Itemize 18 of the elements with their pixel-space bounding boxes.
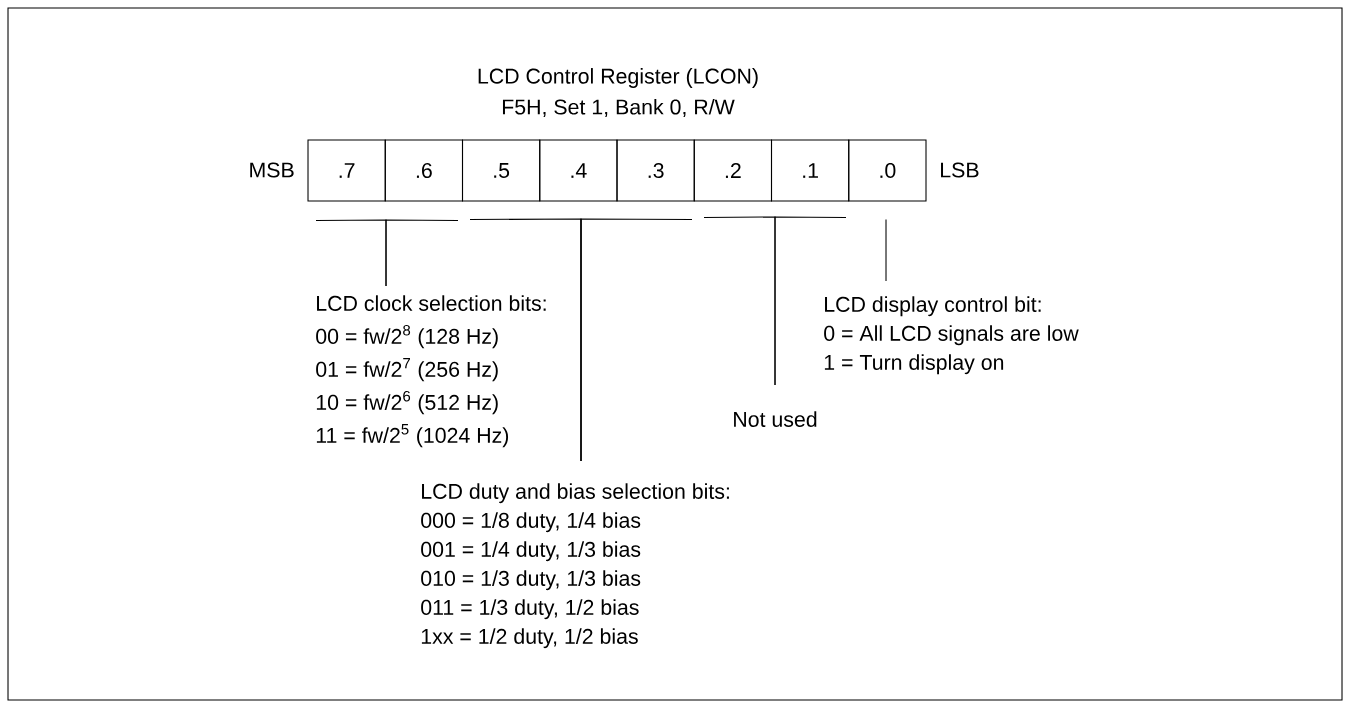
bit-cell: .5 xyxy=(461,139,541,202)
bit-cell: .6 xyxy=(384,139,464,202)
bit-cell: .3 xyxy=(616,139,695,202)
leader-line xyxy=(580,218,693,462)
bit-cell: .4 xyxy=(539,139,618,202)
title: LCD Control Register (LCON) xyxy=(478,68,758,88)
description-text: LCD clock selection bits: 00 = fw/2$^{8}$ (128 Hz) 01 = fw/2$^{7}$ (256 Hz) 10 = fw/2$^{6}$ (512 Hz) 11 = fw/2$^{5}$ (1024 Hz) xyxy=(316,295,546,448)
leader-line xyxy=(385,219,459,287)
bit-cell: .0 xyxy=(848,139,927,202)
description-text: LCD duty and bias selection bits: 000 = 1/8 duty, 1/4 bias 001 = 1/4 duty, 1/3 bias 010 = 1/3 duty, 1/3 bias 011 = 1/3 duty, 1/2 bias 1xx = 1/2 duty, 1/2 bias xyxy=(421,483,729,649)
subtitle-text: F5H, Set 1, Bank 0, R/W xyxy=(503,98,735,118)
bit-cell: .7 xyxy=(307,139,386,202)
leader-line xyxy=(885,219,887,282)
description-text: LCD display control bit: 0 = All LCD signals are low 1 = Turn display on xyxy=(824,296,1079,375)
leader-line xyxy=(774,216,847,386)
bit-cell: .1 xyxy=(770,139,850,202)
bit-cell: .2 xyxy=(693,139,773,202)
description-text: Not used xyxy=(734,411,817,427)
